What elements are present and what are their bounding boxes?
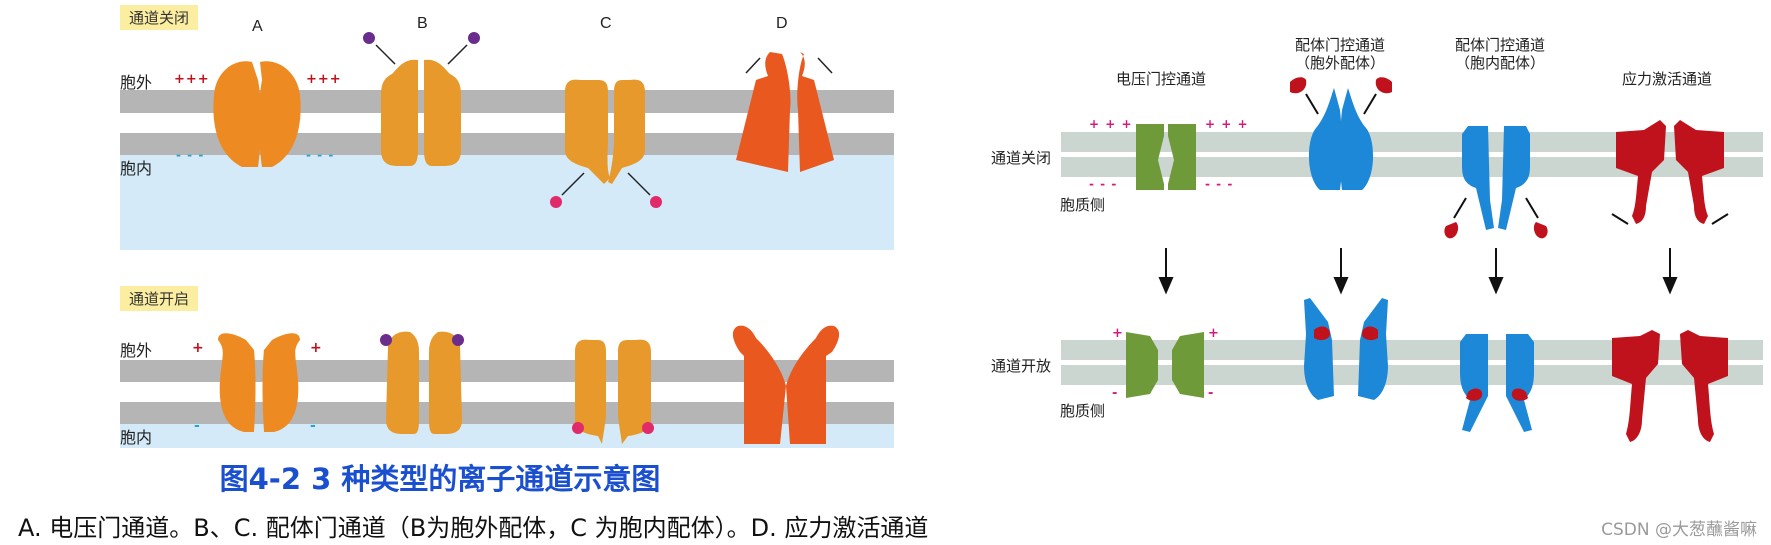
r-cytoplasm-open: 胞质侧 [1060,402,1106,420]
ligand-c-open-right [642,422,654,434]
figure-caption: A. 电压门通道。B、C. 配体门通道（B为胞外配体，C 为胞内配体）。D. 应… [18,514,929,542]
csdn-watermark: CSDN @大葱蘸酱嘛 [1601,520,1757,540]
letter-a: A [252,18,263,35]
letter-c: C [600,15,612,32]
ligand-c-open-left [572,422,584,434]
open-membrane-outer [120,360,894,382]
ligand-b-open-left [380,334,392,346]
ligand-b-left [363,32,375,44]
r-closed-minus-right: - - - [1205,177,1234,191]
ligand-c-right [650,196,662,208]
closed-a-minus-left: - - - [176,148,205,162]
letter-b: B [417,15,428,32]
r-col-ligand-ext-2: （胞外配体） [1295,54,1386,72]
closed-a-minus-right: - - - [306,148,335,162]
figure-title: 图4-2 3 种类型的离子通道示意图 [219,462,661,496]
open-channel-d [732,325,840,444]
closed-channel-d [736,52,834,172]
r-open-plus-right: + [1208,326,1220,341]
open-inside-label: 胞内 [120,428,153,447]
ligand-b-right [468,32,480,44]
r-col-ligand-ext-1: 配体门控通道 [1295,36,1386,54]
r-closed-plus-right: + + + [1205,117,1249,131]
r-closed-membrane-bottom [1061,157,1763,177]
open-channel-b [386,331,462,434]
closed-a-plus-right: +++ [306,72,342,87]
r-col-voltage: 电压门控通道 [1116,70,1207,88]
r-arrows [1158,248,1678,295]
closed-channel-a [213,61,301,167]
r-open-plus-left: + [1112,326,1124,341]
left-panel-diagram [120,32,894,448]
r-voltage-open [1126,332,1204,398]
left-open-badge: 通道开启 [120,286,199,311]
r-closed-minus-left: - - - [1089,177,1118,191]
r-ligand-ext-open [1304,298,1388,400]
r-closed-membrane-top [1061,132,1763,152]
closed-inside-label: 胞内 [120,159,153,178]
closed-channel-c [565,79,645,184]
open-channel-a [218,333,300,432]
closed-channel-b [381,59,461,167]
r-open-membrane-bottom [1061,365,1763,385]
open-a-minus-left: - [194,418,201,434]
r-ligand-int-closed [1462,126,1530,230]
r-row-open: 通道开放 [991,357,1052,375]
letter-d: D [776,15,788,32]
r-open-minus-right: - [1208,386,1215,401]
r-cytoplasm-closed: 胞质侧 [1060,196,1106,214]
r-ligand-int-open [1460,334,1534,432]
open-a-plus-right: + [310,340,323,356]
r-closed-plus-left: + + + [1089,117,1133,131]
r-voltage-closed [1136,124,1196,190]
r-ligand-ext-drop-left [1290,77,1307,94]
closed-a-plus-left: +++ [174,72,210,87]
r-col-stress: 应力激活通道 [1622,70,1713,88]
open-membrane-inner [120,402,894,424]
ligand-c-left [550,196,562,208]
ligand-b-open-right [452,334,464,346]
r-col-ligand-int-2: （胞内配体） [1455,54,1546,72]
r-col-ligand-int-1: 配体门控通道 [1455,36,1546,54]
r-open-minus-left: - [1112,386,1119,401]
r-stress-closed [1616,120,1724,224]
r-ligand-ext-drop-right [1375,77,1392,94]
closed-outside-label: 胞外 [120,73,153,92]
left-closed-badge: 通道关闭 [120,5,199,30]
open-channel-c [575,339,651,444]
open-a-plus-left: + [192,340,205,356]
r-row-closed: 通道关闭 [991,149,1052,167]
r-ligand-ext-closed [1308,88,1374,190]
closed-membrane-outer [120,90,894,113]
open-a-minus-right: - [310,418,317,434]
r-stress-open [1612,330,1728,442]
r-open-membrane-top [1061,340,1763,360]
closed-membrane-inner [120,133,894,155]
open-outside-label: 胞外 [120,341,153,360]
